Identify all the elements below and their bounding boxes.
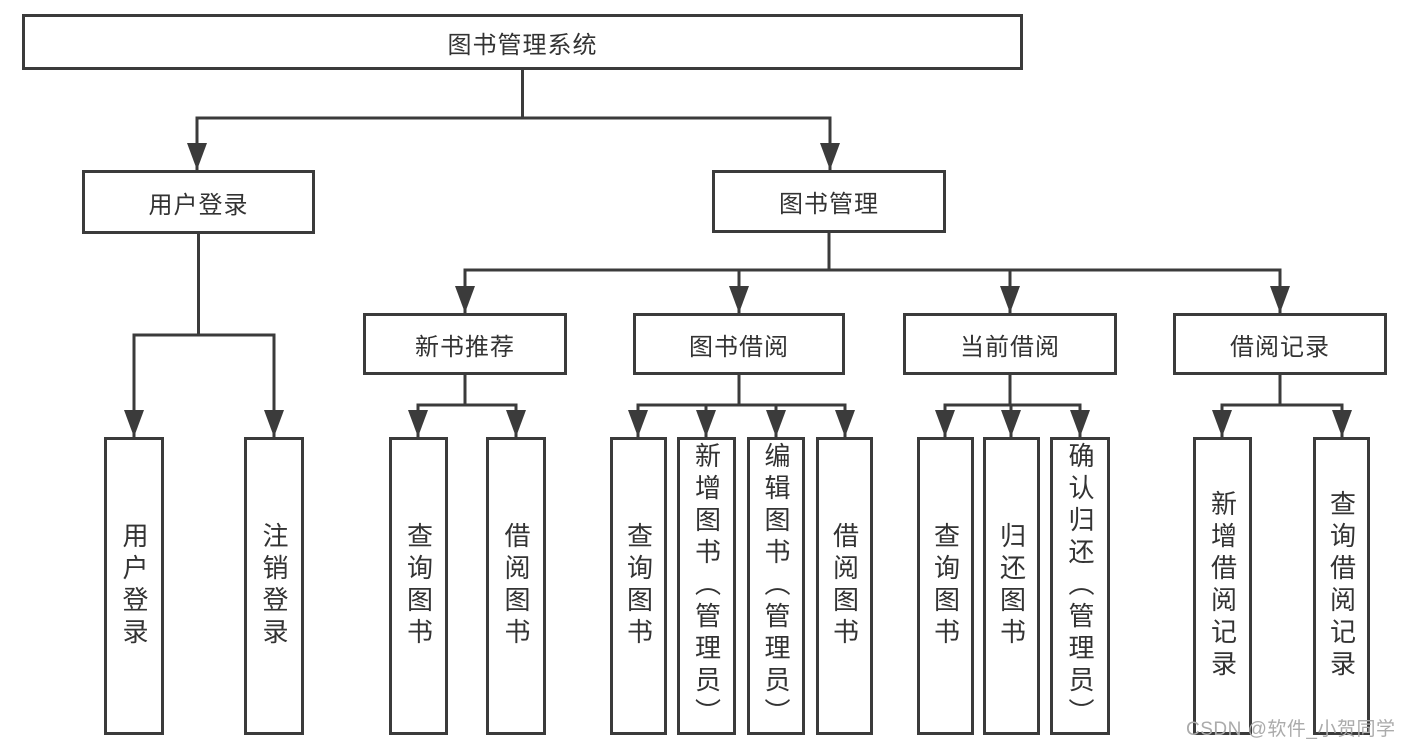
node-bb-add-book-label: 新增图书（管理员）: [691, 442, 722, 730]
node-borrow-record-label: 借阅记录: [1230, 333, 1330, 361]
node-current-borrow: 当前借阅: [903, 313, 1117, 375]
node-book-borrow-label: 图书借阅: [689, 333, 789, 361]
node-nbr-borrow-book-label: 借阅图书: [501, 522, 531, 650]
connector-book-mgmt: [463, 233, 1282, 272]
node-ul-logout-label: 注销登录: [259, 522, 289, 650]
node-bb-edit-book-label: 编辑图书（管理员）: [761, 442, 791, 730]
node-bb-query-book: 查询图书: [610, 437, 667, 735]
node-new-book-rec-label: 新书推荐: [415, 333, 515, 361]
node-br-add-record: 新增借阅记录: [1193, 437, 1252, 735]
watermark: CSDN @软件_小贺同学: [1186, 719, 1396, 740]
node-ul-logout: 注销登录: [244, 437, 304, 735]
node-book-borrow: 图书借阅: [633, 313, 845, 375]
node-new-book-rec: 新书推荐: [363, 313, 567, 375]
connector-current-borrow: [943, 375, 1082, 407]
connector-root: [195, 70, 832, 120]
connector-new-book-rec: [416, 375, 518, 407]
connector-borrow-record: [1220, 375, 1344, 407]
node-cb-return-book-label: 归还图书: [996, 522, 1027, 650]
connector-book-borrow: [636, 375, 847, 407]
node-book-mgmt-label: 图书管理: [779, 191, 879, 218]
node-user-login: 用户登录: [82, 170, 315, 234]
node-br-query-record: 查询借阅记录: [1313, 437, 1370, 735]
node-cb-return-book: 归还图书: [983, 437, 1040, 735]
node-cb-confirm-return: 确认归还（管理员）: [1050, 437, 1110, 735]
node-ul-user-login-label: 用户登录: [119, 522, 149, 650]
node-bb-borrow-book-label: 借阅图书: [829, 522, 860, 650]
node-br-add-record-label: 新增借阅记录: [1207, 490, 1238, 682]
node-ul-user-login: 用户登录: [104, 437, 164, 735]
node-bb-add-book: 新增图书（管理员）: [677, 437, 736, 735]
node-nbr-query-book-label: 查询图书: [403, 522, 434, 650]
node-bb-borrow-book: 借阅图书: [816, 437, 873, 735]
node-current-borrow-label: 当前借阅: [960, 333, 1060, 361]
node-br-query-record-label: 查询借阅记录: [1326, 490, 1357, 682]
node-nbr-borrow-book: 借阅图书: [486, 437, 546, 735]
node-user-login-label: 用户登录: [148, 191, 249, 219]
node-root: 图书管理系统: [22, 14, 1023, 70]
node-bb-edit-book: 编辑图书（管理员）: [747, 437, 805, 735]
node-book-mgmt: 图书管理: [712, 170, 946, 233]
node-borrow-record: 借阅记录: [1173, 313, 1387, 375]
node-nbr-query-book: 查询图书: [389, 437, 448, 735]
node-cb-confirm-return-label: 确认归还（管理员）: [1065, 442, 1095, 730]
node-bb-query-book-label: 查询图书: [623, 522, 654, 650]
connector-user-login: [132, 234, 276, 337]
node-cb-query-book: 查询图书: [917, 437, 974, 735]
node-root-label: 图书管理系统: [447, 31, 598, 59]
node-cb-query-book-label: 查询图书: [930, 522, 961, 650]
